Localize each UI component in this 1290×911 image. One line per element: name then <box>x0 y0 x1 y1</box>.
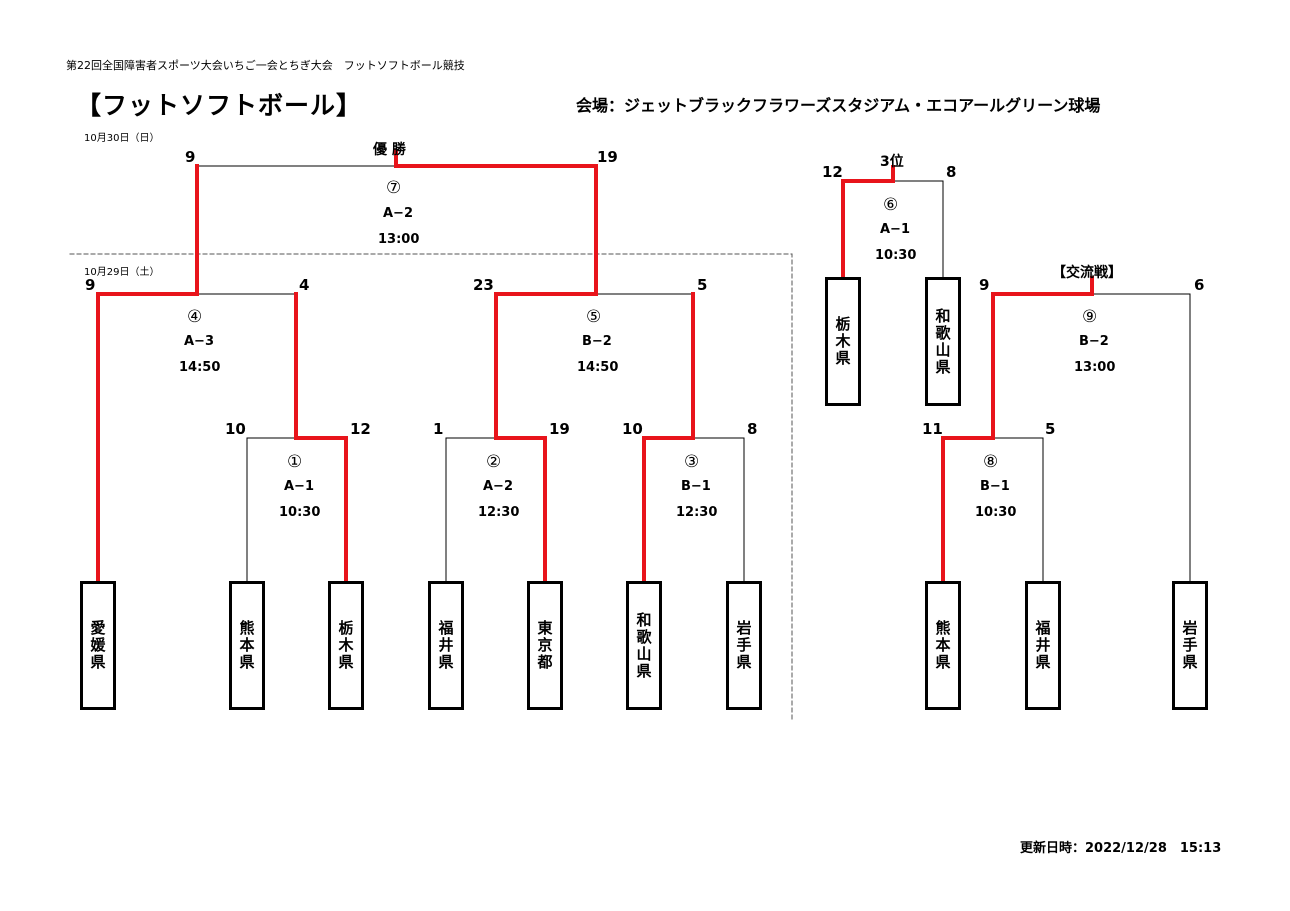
m6-left-score: 12 <box>822 163 843 181</box>
m6-number: ⑥ <box>883 195 899 215</box>
m3-field: B−1 <box>681 479 711 494</box>
team-name: 東京都 <box>535 620 554 671</box>
team-name: 岩手県 <box>1180 620 1199 671</box>
team-name: 熊本県 <box>933 620 952 671</box>
team-box-iwate: 岩手県 <box>726 581 762 710</box>
m1-time: 10:30 <box>279 505 321 520</box>
m4-right-score: 4 <box>299 276 310 294</box>
team-name: 福井県 <box>1033 620 1052 671</box>
team-box-fukui-ex: 福井県 <box>1025 581 1061 710</box>
team-box-tochigi: 栃木県 <box>328 581 364 710</box>
team-box-wakayama: 和歌山県 <box>626 581 662 710</box>
m7-number: ⑦ <box>386 178 402 198</box>
m2-right-score: 19 <box>549 420 570 438</box>
m9-field: B−2 <box>1079 334 1109 349</box>
team-box-fukui: 福井県 <box>428 581 464 710</box>
team-name: 栃木県 <box>833 316 852 367</box>
m8-right-score: 5 <box>1045 420 1056 438</box>
m4-field: A−3 <box>184 334 214 349</box>
team-name: 愛媛県 <box>88 620 107 671</box>
m3-left-score: 10 <box>622 420 643 438</box>
m5-number: ⑤ <box>586 307 602 327</box>
m2-left-score: 1 <box>433 420 444 438</box>
m8-field: B−1 <box>980 479 1010 494</box>
venue: 会場：ジェットブラックフラワーズスタジアム・エコアールグリーン球場 <box>576 96 1101 115</box>
m8-number: ⑧ <box>983 452 999 472</box>
m3-right-score: 8 <box>747 420 758 438</box>
team-name: 岩手県 <box>734 620 753 671</box>
m8-time: 10:30 <box>975 505 1017 520</box>
updated-timestamp: 更新日時：2022/12/28 15:13 <box>1020 841 1222 856</box>
m2-time: 12:30 <box>478 505 520 520</box>
team-box-iwate-ex: 岩手県 <box>1172 581 1208 710</box>
m5-field: B−2 <box>582 334 612 349</box>
team-box-wakayama-3rd: 和歌山県 <box>925 277 961 406</box>
team-name: 和歌山県 <box>933 307 952 376</box>
sport-title: 【フットソフトボール】 <box>76 91 363 120</box>
team-name: 和歌山県 <box>634 611 653 680</box>
m1-left-score: 10 <box>225 420 246 438</box>
m7-time: 13:00 <box>378 232 420 247</box>
m6-time: 10:30 <box>875 248 917 263</box>
m9-number: ⑨ <box>1082 307 1098 327</box>
m7-field: A−2 <box>383 206 413 221</box>
m9-left-score: 9 <box>979 276 990 294</box>
team-box-kumamoto-ex: 熊本県 <box>925 581 961 710</box>
team-box-tochigi-3rd: 栃木県 <box>825 277 861 406</box>
m8-left-score: 11 <box>922 420 943 438</box>
m1-number: ① <box>287 452 303 472</box>
m5-time: 14:50 <box>577 360 619 375</box>
m9-right-score: 6 <box>1194 276 1205 294</box>
m4-number: ④ <box>187 307 203 327</box>
m4-left-score: 9 <box>85 276 96 294</box>
m6-right-score: 8 <box>946 163 957 181</box>
third-place-label: 3位 <box>880 154 904 170</box>
m9-time: 13:00 <box>1074 360 1116 375</box>
team-box-kumamoto: 熊本県 <box>229 581 265 710</box>
m1-field: A−1 <box>284 479 314 494</box>
m2-field: A−2 <box>483 479 513 494</box>
date-day2: 10月30日（日） <box>84 133 160 144</box>
team-name: 熊本県 <box>237 620 256 671</box>
m2-number: ② <box>486 452 502 472</box>
m4-time: 14:50 <box>179 360 221 375</box>
team-name: 福井県 <box>436 620 455 671</box>
m3-number: ③ <box>684 452 700 472</box>
team-box-ehime: 愛媛県 <box>80 581 116 710</box>
m7-left-score: 9 <box>185 148 196 166</box>
final-label: 優 勝 <box>373 142 406 158</box>
event-title: 第22回全国障害者スポーツ大会いちご一会とちぎ大会 フットソフトボール競技 <box>66 59 465 72</box>
date-day1: 10月29日（土） <box>84 267 160 278</box>
team-name: 栃木県 <box>336 620 355 671</box>
exchange-label: 【交流戦】 <box>1052 265 1122 281</box>
m6-field: A−1 <box>880 222 910 237</box>
m3-time: 12:30 <box>676 505 718 520</box>
m7-right-score: 19 <box>597 148 618 166</box>
team-box-tokyo: 東京都 <box>527 581 563 710</box>
m5-right-score: 5 <box>697 276 708 294</box>
m1-right-score: 12 <box>350 420 371 438</box>
m5-left-score: 23 <box>473 276 494 294</box>
